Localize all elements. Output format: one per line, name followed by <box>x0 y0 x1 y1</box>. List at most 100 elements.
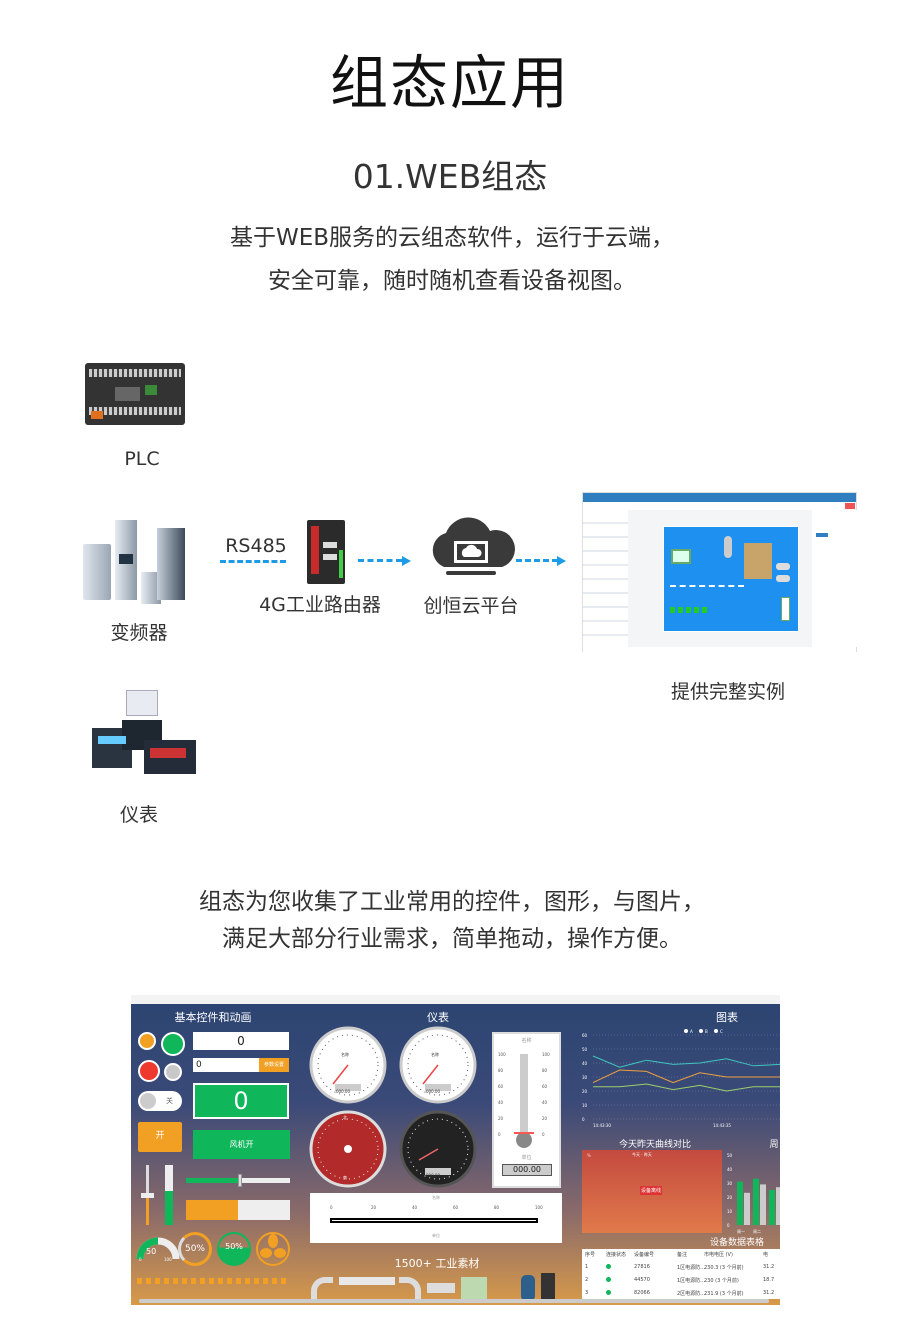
week-chart-title: 周 <box>769 1140 779 1150</box>
half-gauge <box>136 1237 180 1260</box>
table-cell: 27816 <box>634 1264 650 1270</box>
arrow-right-icon <box>402 556 411 566</box>
dashed-arrow-2 <box>516 559 558 562</box>
legend-label: A <box>690 1029 693 1034</box>
table-cell: 2区电源防... <box>677 1291 705 1297</box>
linear-name: 名称 <box>432 1195 440 1200</box>
series-line-B <box>592 1069 780 1084</box>
table-cell: 3 <box>585 1290 589 1296</box>
compare-chart: % 今天 · 昨天 设备离线 <box>582 1150 722 1233</box>
thermo-tick: 100 <box>498 1052 506 1057</box>
status-dot <box>606 1290 611 1295</box>
meter-icon <box>92 690 196 776</box>
bar <box>760 1184 766 1225</box>
status-dot <box>606 1277 611 1282</box>
wave-progress: 50% <box>217 1232 251 1266</box>
gauge-readout: 000.00 <box>336 1089 350 1094</box>
indicator-light-red <box>138 1060 160 1082</box>
linear-tick: 0 <box>330 1205 333 1210</box>
y-tick-label: 20 <box>727 1195 733 1200</box>
cloud-platform-icon <box>432 517 515 575</box>
table-header: 设备编号 <box>634 1252 655 1258</box>
compare-legend: 今天 · 昨天 <box>632 1152 652 1157</box>
bar <box>753 1178 759 1225</box>
linear-unit: 单位 <box>432 1233 440 1238</box>
example-label: 提供完整实例 <box>670 681 786 703</box>
toggle-switch[interactable]: 关 <box>138 1091 182 1111</box>
y-tick-label: 30 <box>582 1075 588 1080</box>
intro-line-2: 安全可靠，随时随机查看设备视图。 <box>268 268 636 294</box>
x-tick-label: 14:43:30 <box>593 1123 611 1128</box>
y-tick-label: 0 <box>582 1117 585 1122</box>
linear-tick: 20 <box>371 1205 377 1210</box>
plc-icon <box>85 355 187 433</box>
linear-tick: 80 <box>494 1205 500 1210</box>
gauge-white-2 <box>399 1026 477 1104</box>
feature-line-1: 组态为您收集了工业常用的控件，图形，与图片， <box>199 889 705 915</box>
thermo-name: 名称 <box>521 1038 532 1044</box>
param-set-button[interactable]: 参数设置 <box>259 1058 289 1072</box>
table-cell: 231.9 (3 个月前) <box>704 1291 744 1297</box>
x-tick-label: 周一 <box>737 1228 745 1234</box>
series-line-C <box>593 1083 780 1092</box>
indicator-light-gray <box>164 1063 182 1081</box>
gauge-compass-red <box>309 1110 387 1188</box>
page-title: 组态应用 <box>329 49 571 117</box>
legend-marker <box>699 1029 703 1033</box>
intro-line-1: 基于WEB服务的云组态软件，运行于云端， <box>229 225 675 251</box>
thermo-tick: 60 <box>498 1084 504 1089</box>
rs485-link <box>220 560 286 563</box>
compass-south: 南 <box>343 1175 347 1180</box>
dashed-arrow-1 <box>358 559 402 562</box>
legend-marker <box>684 1029 688 1033</box>
flow-indicator <box>137 1278 289 1284</box>
fan-icon <box>256 1232 290 1266</box>
status-dot <box>606 1264 611 1269</box>
router-icon <box>307 520 345 584</box>
table-cell: 44570 <box>634 1277 650 1283</box>
y-tick-label: 40 <box>727 1167 733 1172</box>
thermo-tick: 100 <box>542 1052 550 1057</box>
fan-on-button[interactable]: 风机开 <box>193 1130 290 1159</box>
pipe-icons <box>311 1273 561 1303</box>
param-value: 0 <box>196 1060 202 1070</box>
linear-tick: 40 <box>412 1205 418 1210</box>
thermo-tick: 0 <box>542 1132 545 1137</box>
on-button[interactable]: 开 <box>138 1122 182 1152</box>
legend-label: B <box>705 1029 708 1034</box>
gauge-name: 名称 <box>431 1052 439 1057</box>
numeric-display: 0 <box>193 1083 289 1119</box>
protocol-label: RS485 <box>225 535 287 557</box>
vertical-slider[interactable] <box>141 1165 154 1225</box>
compass-north: 北 <box>343 1115 347 1120</box>
vertical-level-bar <box>165 1165 173 1225</box>
table-header: 电 <box>763 1252 769 1258</box>
indicator-light-orange <box>138 1032 156 1050</box>
thermo-tick: 80 <box>498 1068 504 1073</box>
y-tick-label: 20 <box>582 1089 588 1094</box>
param-input[interactable]: 0 参数设置 <box>193 1058 289 1072</box>
half-gauge-max: 100 <box>164 1257 172 1262</box>
legend-label: C <box>720 1029 723 1034</box>
table-cell: 82066 <box>634 1290 650 1296</box>
horizontal-slider[interactable] <box>186 1174 290 1187</box>
thermo-tick: 20 <box>498 1116 504 1121</box>
thermo-tick: 80 <box>542 1068 548 1073</box>
horizontal-scrollbar[interactable] <box>139 1299 769 1303</box>
bar <box>737 1181 743 1225</box>
gauge-readout: 000.00 <box>426 1089 440 1094</box>
y-tick-label: 10 <box>582 1103 588 1108</box>
table-header: 市电电压 (V) <box>704 1252 733 1258</box>
x-tick-label: 14:43:35 <box>713 1123 731 1128</box>
section-title-controls: 基本控件和动画 <box>174 1011 252 1024</box>
value-input[interactable]: 0 <box>193 1032 289 1050</box>
table-title: 设备数据表格 <box>709 1238 765 1248</box>
bar <box>744 1192 750 1225</box>
legend-marker <box>714 1029 718 1033</box>
table-cell: 31.2 <box>763 1290 775 1296</box>
thermo-tick: 40 <box>498 1100 504 1105</box>
table-cell: 2 <box>585 1277 589 1283</box>
compare-status: 设备离线 <box>640 1186 663 1195</box>
